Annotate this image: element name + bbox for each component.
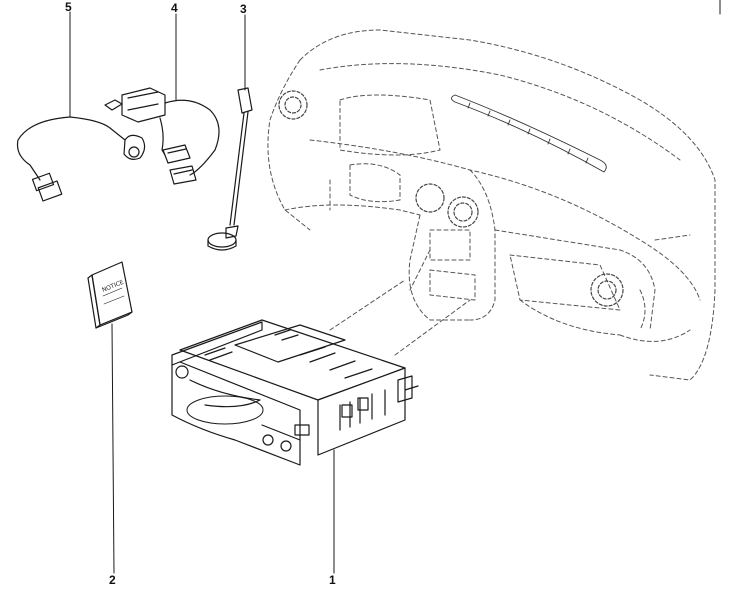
callout-4: 4 xyxy=(171,1,178,15)
roof-antenna-part xyxy=(207,87,253,251)
dashboard-outline xyxy=(267,29,716,381)
callout-1: 1 xyxy=(329,573,336,587)
radio-unit-part xyxy=(171,319,419,466)
callout-3: 3 xyxy=(240,2,247,16)
wiring-harness-part xyxy=(104,87,220,185)
antenna-cable-part xyxy=(16,116,146,202)
dashboard-vent-strip xyxy=(451,94,607,173)
leader-line-2 xyxy=(111,323,115,574)
callout-5: 5 xyxy=(65,0,72,14)
leader-lines xyxy=(69,11,335,574)
dashboard-round-vents xyxy=(278,90,624,307)
instruction-booklet-part xyxy=(87,261,133,329)
callout-2: 2 xyxy=(109,573,116,587)
